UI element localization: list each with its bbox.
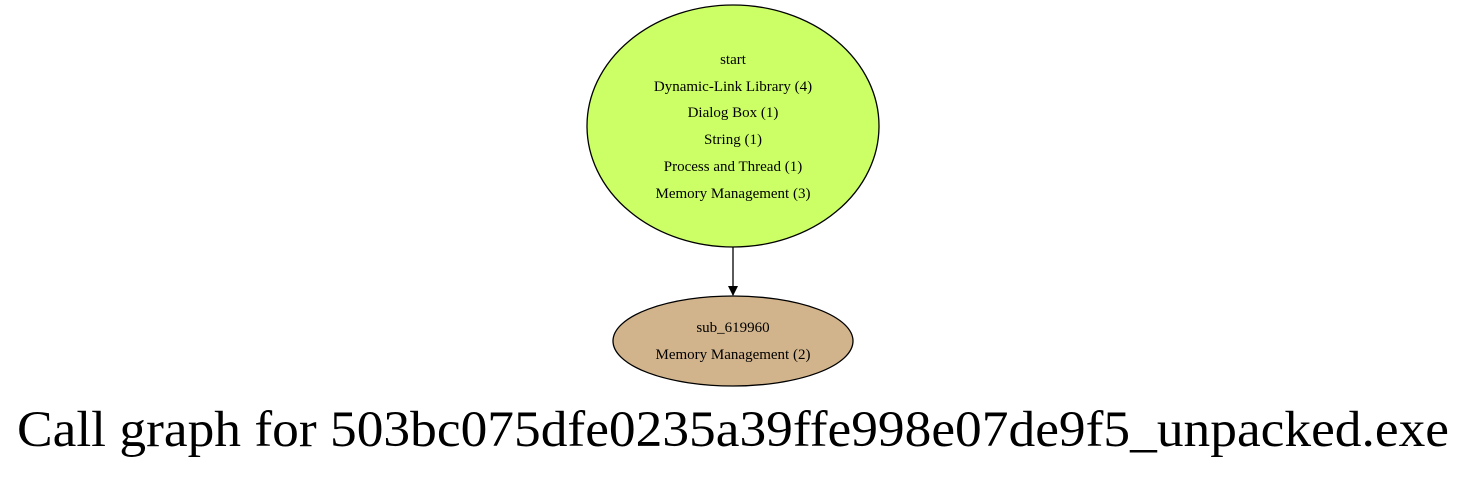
node-start-line: Dialog Box (1) [688,105,779,121]
graph-title: Call graph for 503bc075dfe0235a39ffe998e… [17,402,1449,458]
node-sub_619960[interactable]: sub_619960 Memory Management (2) [612,295,854,387]
node-start[interactable]: start Dynamic-Link Library (4) Dialog Bo… [586,4,880,248]
node-start-line: Process and Thread (1) [664,159,802,175]
node-start-shape [586,4,880,248]
node-sub_619960-line: Memory Management (2) [656,347,811,363]
node-start-name: start [720,52,747,68]
node-start-line: String (1) [704,132,762,148]
node-sub_619960-shape [612,295,854,387]
node-start-line: Dynamic-Link Library (4) [654,79,812,95]
node-sub_619960-name: sub_619960 [696,320,769,336]
node-start-line: Memory Management (3) [656,186,811,202]
